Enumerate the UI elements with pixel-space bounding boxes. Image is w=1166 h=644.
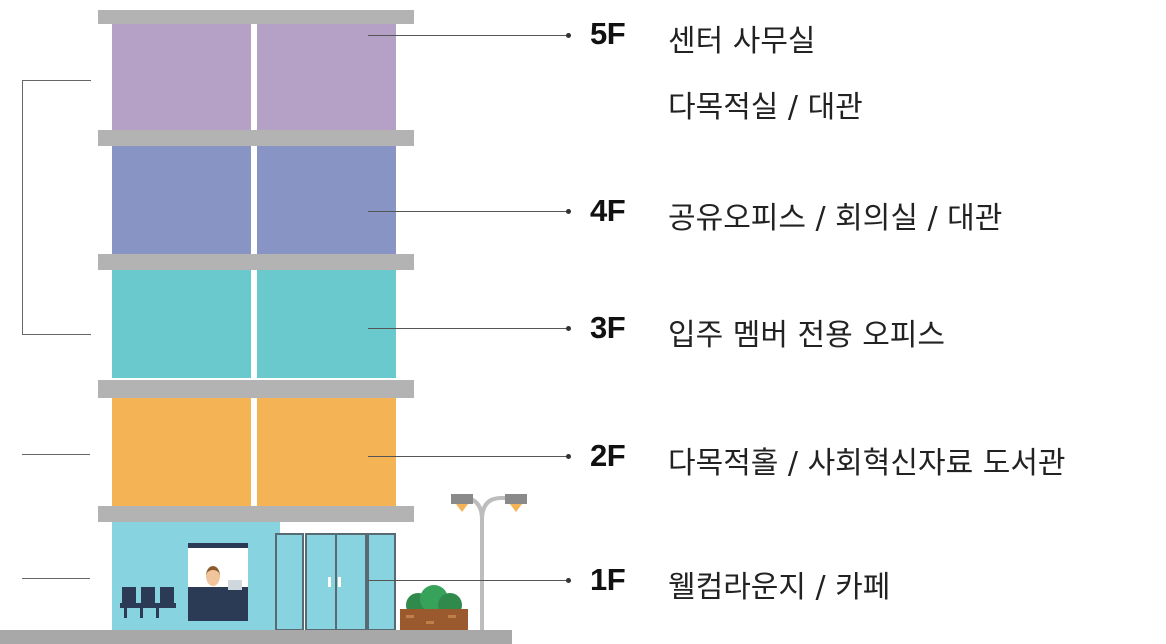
leader-line-3f [368,328,568,329]
floor-5-window-right [257,24,396,130]
floor-desc-5f-line1: 센터 사무실 [668,24,816,59]
floor-2-window-right [257,398,396,506]
planter-bush-icon [400,585,468,631]
reception-counter [188,587,248,621]
floor-desc-4f: 공유오피스 / 회의실 / 대관 [668,201,1003,236]
glass-door-panel-1 [275,533,304,631]
computer-monitor [228,580,242,590]
leader-dot-2f [566,454,571,459]
floor-3-slab [98,380,414,398]
floor-label-2f: 2F [590,438,626,473]
floor-label-3f: 3F [590,310,626,345]
floor-desc-1f: 웰컴라운지 / 카페 [668,570,891,605]
roof-slab [98,10,414,24]
leader-line-4f [368,211,568,212]
door-handle-right [338,577,341,587]
floor-3-window-left [112,270,251,378]
glass-door-panel-2 [305,533,337,631]
floor-2-slab [98,506,414,522]
waiting-chairs-base [120,603,176,608]
floor-label-1f: 1F [590,562,626,597]
leader-line-2f [368,456,568,457]
floor-desc-5f-line2: 다목적실 / 대관 [668,90,863,125]
floor-label-4f: 4F [590,193,626,228]
receptionist-head [206,566,220,586]
leader-line-1f [368,580,568,581]
glass-door-panel-4 [367,533,396,631]
floor-4-slab [98,254,414,270]
floor-4-window-right [257,146,396,254]
leader-dot-3f [566,326,571,331]
floor-5-window-left [112,24,251,130]
floor-desc-2f: 다목적홀 / 사회혁신자료 도서관 [668,446,1066,481]
leader-dot-5f [566,33,571,38]
street-lamp-icon [451,494,527,630]
left-bracket-3f-5f [22,80,91,335]
leader-line-5f [368,35,568,36]
floor-label-5f: 5F [590,16,626,51]
waiting-chairs-legs [124,608,172,618]
floor-5-slab [98,130,414,146]
floor-3-window-right [257,270,396,378]
door-handle-left [328,577,331,587]
floor-2-window-left [112,398,251,506]
waiting-chairs [122,587,174,603]
ground [0,630,512,644]
floor-desc-3f: 입주 멤버 전용 오피스 [668,318,946,353]
left-tick-1f [22,578,90,579]
leader-dot-1f [566,578,571,583]
left-tick-2f [22,454,90,455]
floor-4-window-left [112,146,251,254]
leader-dot-4f [566,209,571,214]
